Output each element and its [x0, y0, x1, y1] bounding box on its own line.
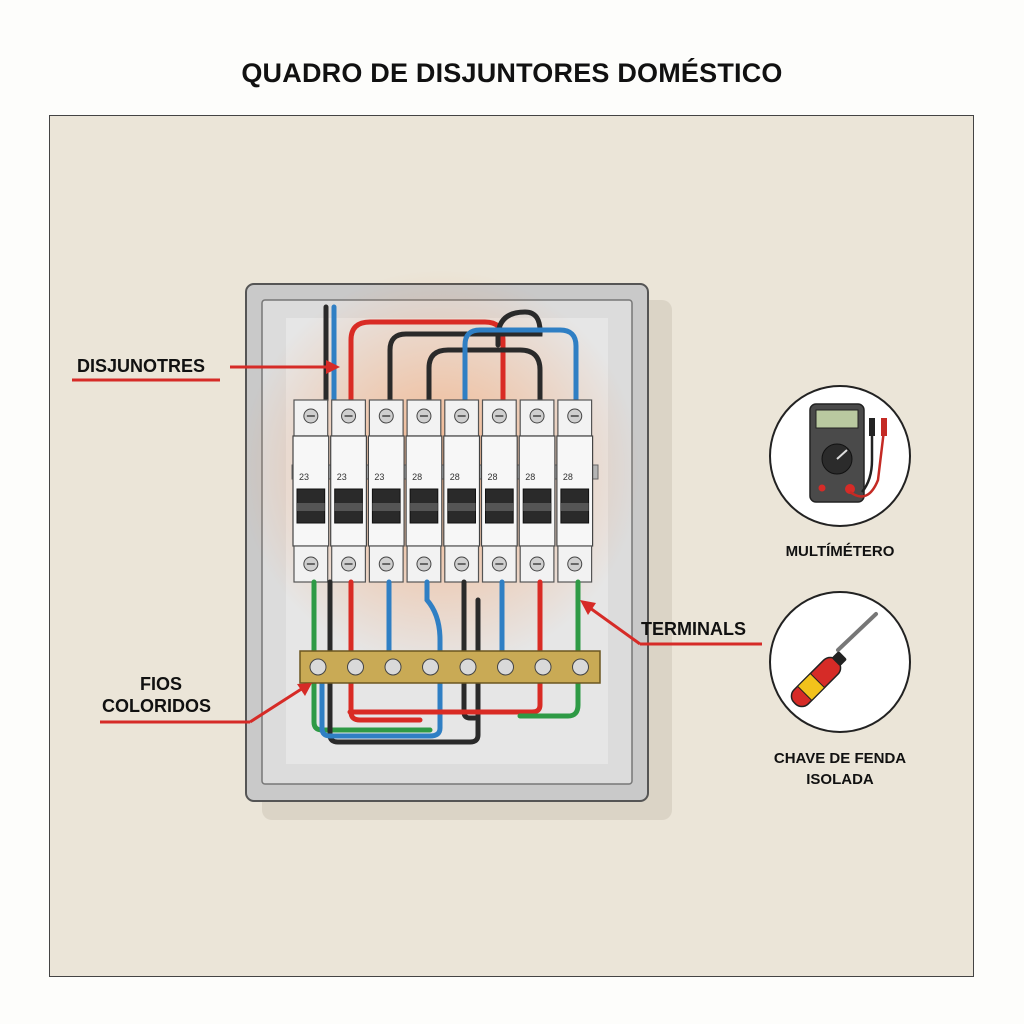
breaker: 28 — [480, 399, 518, 583]
wire-top-blue-2 — [462, 327, 579, 403]
label-colored-wires-line1: FIOS — [140, 674, 183, 694]
multimeter-icon — [769, 385, 911, 527]
breaker: 28 — [556, 399, 594, 583]
label-breakers: DISJUNOTRES — [77, 356, 206, 376]
arrow-fios — [249, 686, 304, 724]
breaker: 28 — [443, 399, 481, 583]
arrowhead-breakers — [326, 360, 340, 374]
arrowhead-terminals — [580, 600, 596, 615]
bottom-wires — [311, 579, 581, 745]
breaker: 23 — [330, 399, 368, 583]
terminal-screws — [309, 658, 589, 676]
terminal-screw — [347, 658, 364, 676]
terminal-screw — [309, 658, 327, 676]
terminal-screw — [497, 658, 514, 676]
screwdriver-icon — [769, 591, 911, 733]
breaker-rating: 28 — [450, 472, 460, 482]
terminal-bar — [299, 650, 601, 684]
callouts — [72, 360, 762, 724]
breaker-rating: 23 — [299, 472, 309, 482]
label-screwdriver-line1: CHAVE DE FENDA — [773, 750, 907, 767]
wire-blue-2 — [319, 579, 443, 739]
wire-green-2 — [517, 579, 581, 719]
breaker-rating: 28 — [412, 472, 422, 482]
breaker-rating: 23 — [374, 472, 384, 482]
terminal-screw — [384, 658, 402, 676]
arrowhead-fios — [297, 683, 312, 696]
terminal-screw — [422, 658, 439, 676]
terminal-screw — [572, 658, 589, 676]
label-colored-wires-line2: COLORIDOS — [102, 696, 212, 716]
wire-top-black-3 — [426, 347, 543, 403]
breaker-row: 23 23 23 28 28 28 28 28 — [292, 399, 594, 583]
breaker-rating: 23 — [337, 472, 347, 482]
breaker: 28 — [405, 399, 443, 583]
wire-top-black-2 — [387, 309, 543, 403]
breaker: 23 — [367, 399, 405, 583]
breaker: 23 — [292, 399, 330, 583]
label-terminals: TERMINALS — [641, 619, 746, 639]
breaker-rating: 28 — [488, 472, 498, 482]
terminal-screw — [534, 658, 552, 676]
terminal-screw — [459, 658, 477, 676]
breaker: 28 — [518, 399, 556, 583]
label-screwdriver-line2: ISOLADA — [806, 771, 874, 788]
page-title: QUADRO DE DISJUNTORES DOMÉSTICO — [241, 58, 783, 88]
top-wires — [323, 304, 579, 403]
arrow-terminals — [589, 606, 641, 646]
breaker-rating: 28 — [563, 472, 573, 482]
wire-red-2 — [347, 579, 543, 715]
label-multimeter: MULTÍMÉTERO — [785, 543, 895, 560]
breaker-rating: 28 — [525, 472, 535, 482]
